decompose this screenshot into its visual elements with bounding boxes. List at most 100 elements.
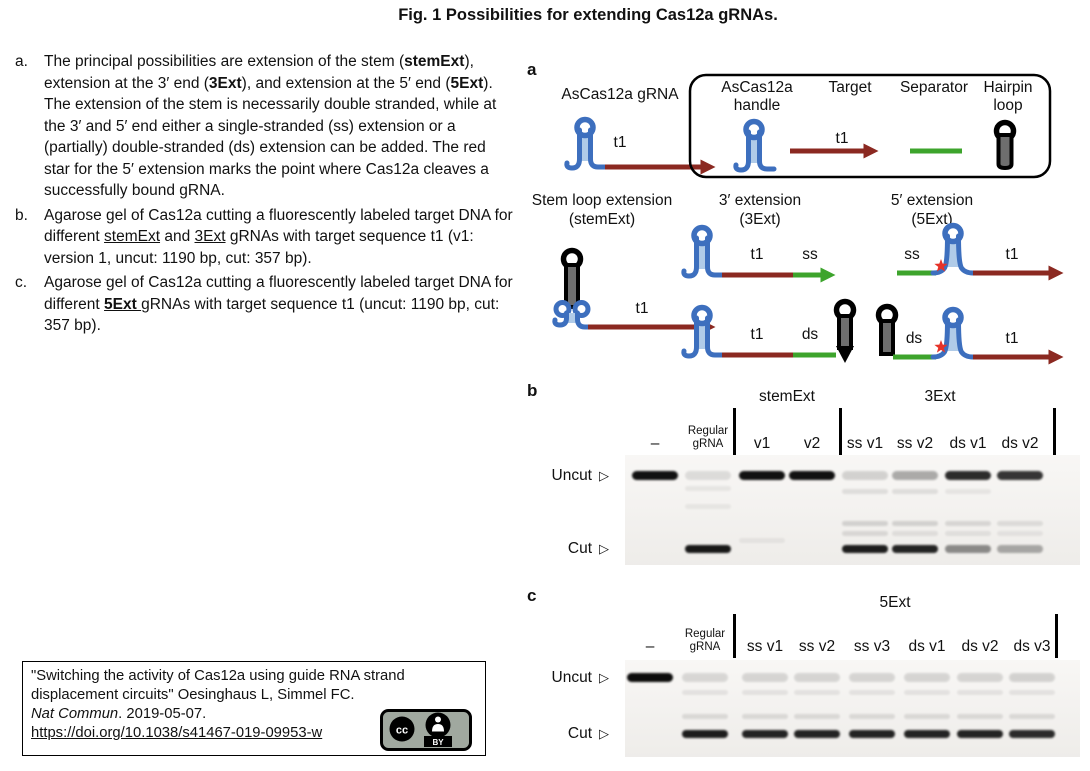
gel-band	[685, 504, 731, 510]
gel-band	[892, 471, 938, 481]
cc-by-badge: cc BY	[380, 709, 472, 751]
lane-label: ds v1	[949, 435, 987, 452]
citation-box: "Switching the activity of Cas12a using …	[22, 661, 486, 756]
band-pointer-icon: ▷	[599, 726, 609, 741]
journal-name: Nat Commun	[31, 706, 119, 722]
figure-title: Fig. 1 Possibilities for extending Cas12…	[398, 6, 778, 24]
cc-logo-text: cc	[396, 725, 408, 737]
gel-band	[685, 471, 731, 481]
gel-band	[682, 673, 728, 683]
3ext-subtitle: (3Ext)	[739, 211, 780, 228]
ss-label: ss	[802, 246, 818, 263]
gel-band	[997, 471, 1043, 481]
legend-target-label: Target	[828, 79, 872, 96]
5ext-ss-grna-icon	[897, 226, 1064, 281]
cleavage-star-icon	[934, 259, 948, 272]
gel-band	[789, 471, 835, 481]
gel-band	[904, 713, 950, 719]
gel-band	[685, 485, 731, 491]
figure-caption: a. The principal possibilities are exten…	[10, 51, 514, 340]
legend-hairpin-label: loop	[993, 97, 1022, 114]
gel-band	[945, 530, 991, 536]
3ext-title: 3′ extension	[719, 192, 801, 209]
gel-group-label: stemExt	[759, 388, 815, 405]
ds-label: ds	[802, 326, 819, 343]
gel-band	[997, 530, 1043, 536]
t1-label: t1	[836, 130, 849, 147]
gel-band	[892, 488, 938, 494]
caption-marker: b.	[15, 206, 28, 224]
legend-handle-label: AsCas12a	[721, 79, 793, 96]
gel-band	[682, 689, 728, 695]
gel-band	[957, 689, 1003, 695]
gel-band	[904, 673, 950, 683]
by-label: BY	[432, 738, 444, 747]
legend-hairpin-label: Hairpin	[983, 79, 1032, 96]
lane-label: ss v1	[746, 638, 784, 655]
lane-label: v2	[803, 435, 821, 452]
lane-divider	[733, 614, 736, 658]
uncut-marker: Uncut▷	[497, 467, 610, 485]
lane-label: –	[650, 435, 660, 452]
ss-label: ss	[904, 246, 920, 263]
handle-hairpin-icon	[736, 122, 774, 171]
lane-label: –	[645, 638, 655, 655]
panel-c-label: c	[527, 586, 537, 605]
legend-handle-label: handle	[734, 97, 781, 114]
gel-band	[849, 689, 895, 695]
legend-box: AsCas12a handle Target t1 Separator Hair…	[688, 73, 1052, 179]
lane-divider	[839, 408, 842, 455]
3ext-ss-grna-icon	[684, 228, 836, 283]
gel-band	[1009, 729, 1055, 738]
doi-link[interactable]: https://doi.org/10.1038/s41467-019-09953…	[31, 725, 323, 741]
gel-band	[997, 520, 1043, 526]
gel-band	[794, 729, 840, 738]
panel-a-label: a	[527, 60, 537, 79]
caption-item-c: c. Agarose gel of Cas12a cutting a fluor…	[10, 272, 514, 337]
gel-band	[904, 729, 950, 738]
gel-band	[892, 520, 938, 526]
stemext-grna-icon	[552, 247, 591, 330]
gel-band	[742, 673, 788, 683]
gel-band	[1009, 689, 1055, 695]
lane-label: ss v1	[846, 435, 884, 452]
caption-text: Agarose gel of Cas12a cutting a fluoresc…	[44, 206, 513, 267]
uncut-label: Uncut	[551, 467, 593, 484]
5ext-subtitle: (5Ext)	[911, 211, 952, 228]
caption-item-a: a. The principal possibilities are exten…	[10, 51, 514, 202]
5ext-title: 5′ extension	[891, 192, 973, 209]
lane-divider	[1053, 408, 1056, 455]
gel-band	[892, 530, 938, 536]
gel-band	[794, 713, 840, 719]
gel-band	[739, 538, 785, 544]
cut-marker: Cut▷	[497, 725, 609, 743]
uncut-label: Uncut	[551, 669, 593, 686]
stemext-title: Stem loop extension	[532, 192, 672, 209]
3ext-ds-grna-icon	[684, 298, 857, 363]
gel-band	[842, 530, 888, 536]
gel-band	[1009, 713, 1055, 719]
lane-label: ds v2	[1001, 435, 1039, 452]
gel-band	[849, 713, 895, 719]
panel-c-gel	[625, 660, 1080, 757]
gel-band	[739, 471, 785, 481]
caption-marker: c.	[15, 274, 28, 291]
gel-band	[957, 673, 1003, 683]
gel-band	[849, 729, 895, 738]
gel-band	[945, 488, 991, 494]
gel-band	[997, 544, 1043, 553]
lane-divider	[1055, 614, 1058, 658]
cut-marker: Cut▷	[497, 540, 609, 558]
panel-b-gel	[625, 455, 1080, 565]
gel-band	[892, 544, 938, 553]
ds-label: ds	[906, 330, 923, 347]
panel-a-diagram: AsCas12a gRNA t1 AsCas12a handle Target …	[532, 73, 1064, 365]
t1-label: t1	[1006, 246, 1019, 263]
gel-band	[957, 729, 1003, 738]
caption-text: Agarose gel of Cas12a cutting a fluoresc…	[44, 274, 513, 334]
legend-separator-label: Separator	[900, 79, 968, 96]
gel-group-label: 5Ext	[879, 594, 911, 611]
grna-title: AsCas12a gRNA	[561, 86, 679, 103]
caption-marker: a.	[15, 53, 28, 70]
